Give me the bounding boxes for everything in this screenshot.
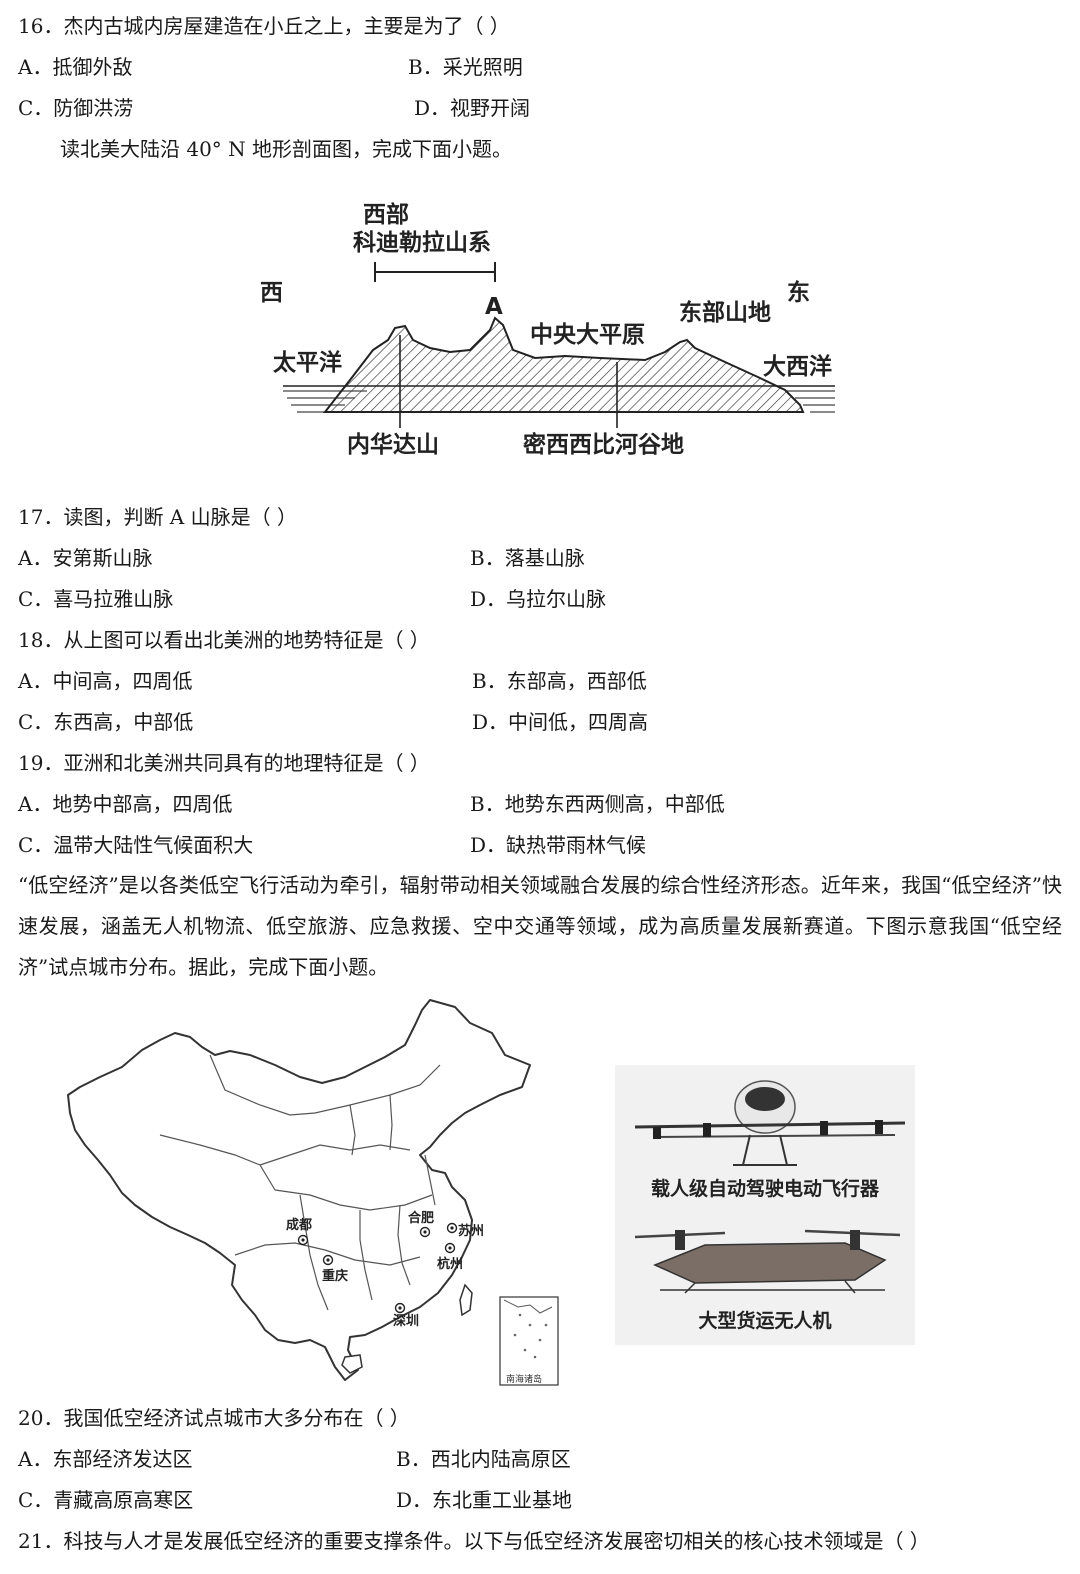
q19-option-a: A．地势中部高，四周低 [18,792,233,816]
q18-option-c: C．东西高，中部低 [18,710,194,734]
q19-option-b: B．地势东西两侧高，中部低 [470,792,725,816]
hainan-island [341,1354,363,1374]
q18-option-d: D．中间低，四周高 [472,710,649,734]
q18-option-a: A．中间高，四周低 [18,669,193,693]
inset-label: 南海诸岛 [506,1373,542,1385]
label-west-cordillera-2: 科迪勒拉山系 [353,229,491,256]
label-chongqing: 重庆 [322,1268,348,1284]
label-east: 东 [787,279,810,306]
q17-option-b: B．落基山脉 [470,546,585,570]
province-borders [159,1054,441,1311]
q20-stem: 20．我国低空经济试点城市大多分布在（ ） [18,1406,410,1430]
q18-stem: 18．从上图可以看出北美洲的地势特征是（ ） [18,628,430,652]
q16-option-d: D．视野开阔 [414,96,531,120]
label-hangzhou: 杭州 [437,1256,463,1272]
q20-option-b: B．西北内陆高原区 [396,1447,571,1471]
q16-option-c: C．防御洪涝 [18,96,134,120]
cargo-drone-icon [634,1229,901,1294]
label-suzhou: 苏州 [458,1223,484,1239]
label-west-cordillera-1: 西部 [363,201,409,228]
label-west: 西 [260,280,283,306]
south-sea-islands [513,1313,548,1359]
terrain-profile-figure: 西部 科迪勒拉山系 西 东 A 中央大平原 东部山地 太平洋 大西洋 内华达山 … [260,201,835,458]
label-central-plain: 中央大平原 [530,322,645,348]
q17-option-d: D．乌拉尔山脉 [470,587,607,611]
q19-option-c: C．温带大陆性气候面积大 [18,833,254,857]
q17-option-a: A．安第斯山脉 [18,546,153,570]
atlantic-water-lines [785,390,835,413]
q19-stem: 19．亚洲和北美洲共同具有的地理特征是（ ） [18,751,430,775]
label-nevada: 内华达山 [347,431,439,458]
label-pacific: 太平洋 [273,349,342,376]
label-atlantic: 大西洋 [763,353,832,380]
q16-option-a: A．抵御外敌 [18,55,133,79]
label-hefei: 合肥 [408,1210,434,1226]
q18-option-b: B．东部高，西部低 [472,669,647,693]
q21-stem: 21．科技与人才是发展低空经济的重要支撑条件。以下与低空经济发展密切相关的核心技… [18,1529,930,1553]
q20-option-a: A．东部经济发达区 [18,1447,193,1471]
label-mountain-a: A [485,294,503,320]
china-outline [67,999,531,1381]
cordillera-bracket [374,262,496,282]
label-chengdu: 成都 [286,1217,312,1233]
label-eastern-highland: 东部山地 [679,299,771,326]
south-sea-inset-box [499,1296,559,1386]
low-altitude-intro: “低空经济”是以各类低空飞行活动为牵引，辐射带动相关领域融合发展的综合性经济形态… [18,873,1062,979]
aircraft-illustrations: 载人级自动驾驶电动飞行器 大型货运无人机 [615,1065,915,1345]
china-map-figure: 南海诸岛 成都 重庆 合肥 苏州 杭州 深圳 [67,999,559,1386]
passenger-evtol-icon [634,1080,906,1166]
taiwan-island [459,1283,473,1317]
q20-option-c: C．青藏高原高寒区 [18,1488,194,1512]
profile-intro: 读北美大陆沿 40° N 地形剖面图，完成下面小题。 [60,137,513,161]
q17-option-c: C．喜马拉雅山脉 [18,587,174,611]
label-mississippi: 密西西比河谷地 [523,431,684,458]
q17-stem: 17．读图，判断 A 山脉是（ ） [18,505,297,529]
q16-stem: 16．杰内古城内房屋建造在小丘之上，主要是为了（ ） [18,14,510,38]
land-profile [322,316,805,413]
q19-option-d: D．缺热带雨林气候 [470,833,647,857]
label-cargo-drone: 大型货运无人机 [698,1309,831,1332]
label-passenger-evtol: 载人级自动驾驶电动飞行器 [651,1177,880,1200]
label-shenzhen: 深圳 [393,1313,419,1329]
inset-coastline [503,1299,553,1314]
q16-option-b: B．采光照明 [408,55,523,79]
q20-option-d: D．东北重工业基地 [396,1488,573,1512]
